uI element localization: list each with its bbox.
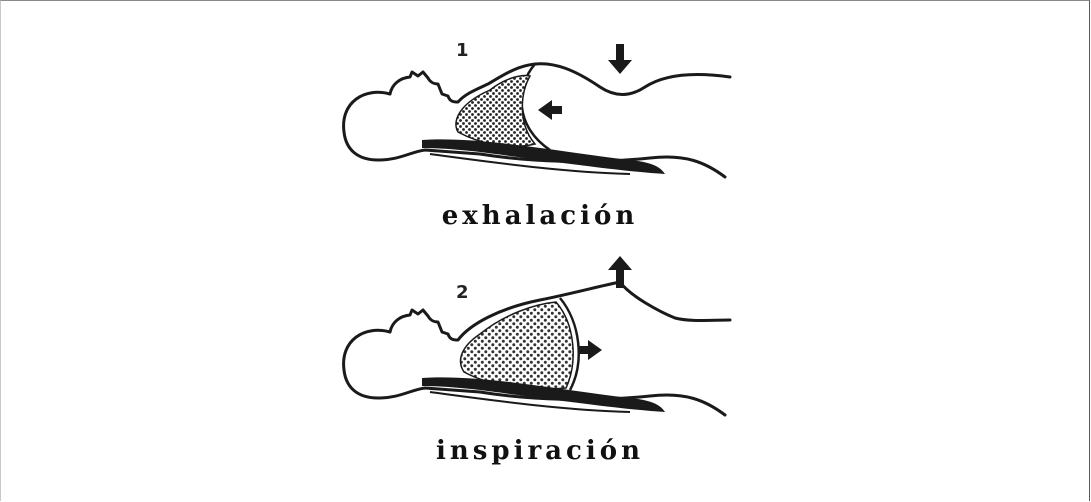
arrow-left-icon [538,100,562,120]
inspiration-panel: 2 [330,252,750,432]
inspiration-caption: inspiración [330,436,750,466]
exhalation-illustration: 1 [330,32,750,192]
arrow-right-icon [578,340,602,360]
panel-number: 2 [456,282,469,303]
exhalation-caption: exhalación [330,201,750,231]
arrow-down-icon [608,44,632,74]
lung-region [461,302,574,389]
inspiration-illustration: 2 [330,252,750,432]
lung-region [456,76,535,147]
exhalation-panel: 1 [330,32,750,192]
panel-number: 1 [456,40,469,61]
face-profile [390,64,730,102]
